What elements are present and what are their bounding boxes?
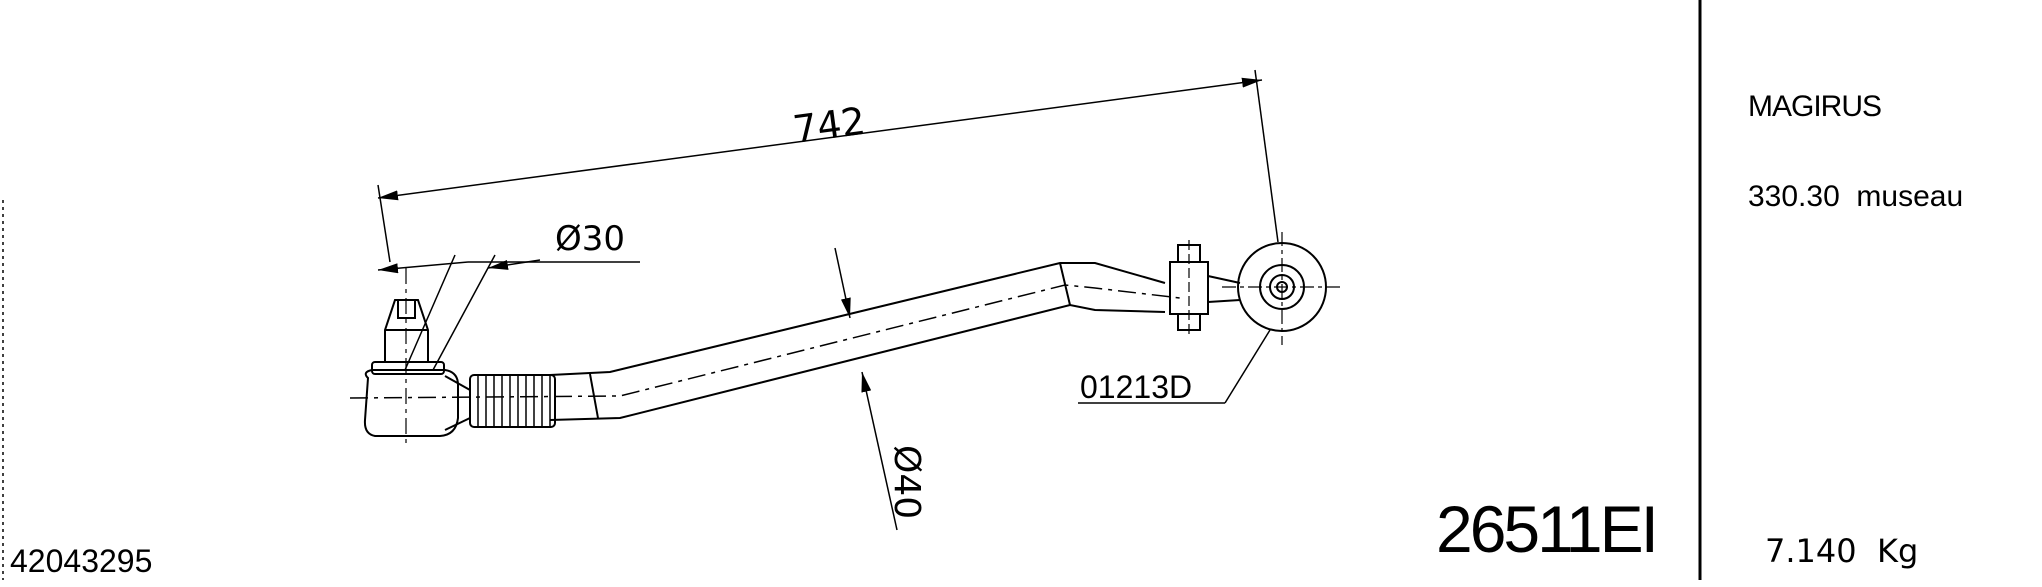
manufacturer-label: MAGIRUS bbox=[1748, 90, 1881, 123]
reference-number: 42043295 bbox=[10, 543, 152, 579]
right-ball-joint bbox=[1169, 232, 1342, 345]
rod-centerline bbox=[349, 284, 1181, 399]
part-number: 26511EI bbox=[1436, 492, 1656, 566]
dimension-label-length: 742 bbox=[790, 99, 868, 152]
dimension-stud-diameter bbox=[377, 254, 640, 371]
callout-leader bbox=[1078, 329, 1271, 404]
drag-link-rod bbox=[549, 262, 1166, 421]
dimension-overall-length bbox=[377, 69, 1279, 263]
left-ball-joint bbox=[363, 268, 471, 445]
dimension-rod-diameter bbox=[834, 247, 898, 531]
weight-label: 7.140 Kg bbox=[1765, 532, 1918, 570]
dimension-label-rod-diameter: Ø40 bbox=[886, 445, 927, 519]
model-label: 330.30 museau bbox=[1748, 180, 1963, 213]
threaded-sleeve bbox=[469, 374, 556, 428]
dimension-label-stud-diameter: Ø30 bbox=[555, 219, 625, 259]
callout-part-label: 01213D bbox=[1080, 369, 1192, 405]
